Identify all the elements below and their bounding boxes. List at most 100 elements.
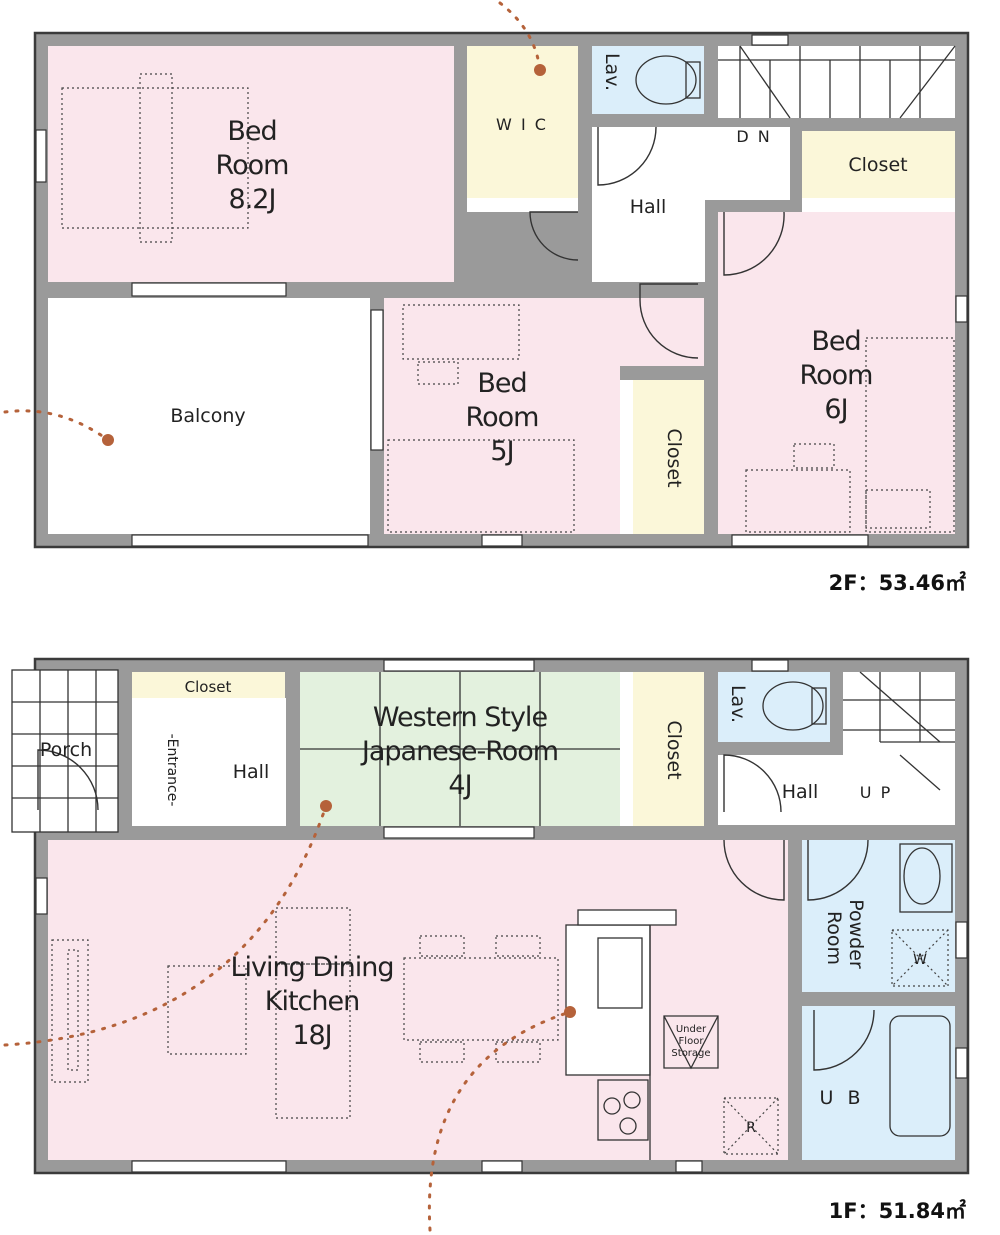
1f-porch: [11, 669, 119, 833]
2f-toilet-tank: [685, 61, 701, 99]
1f-washer: [891, 929, 949, 987]
1f-path-ldk: [3, 804, 328, 1047]
1f-hall-left-label: Hall: [233, 761, 270, 783]
1f-closet-jp: [633, 672, 704, 826]
1f-powder-sink-box: [899, 843, 953, 913]
1f-toilet-tank: [811, 687, 827, 725]
2f-wic-door-strip: [467, 198, 578, 212]
2f-bed-mid-line3: 5J: [490, 436, 513, 467]
2f-toilet: [635, 55, 697, 105]
1f-entrance-label: -Entrance-: [164, 734, 180, 807]
1f-toilet: [762, 681, 824, 731]
1f-door-hall-right: [723, 754, 782, 813]
2f-wic: [467, 46, 578, 198]
1f-japanese-line1: Western Style: [373, 702, 548, 733]
2f-closet-mid: [633, 380, 704, 534]
2f-path-balcony: [3, 409, 110, 442]
2f-dn-label: D N: [736, 127, 771, 146]
2f-window-balcony-side: [370, 309, 384, 451]
1f-up-label: U P: [860, 783, 892, 802]
1f-lav-label: Lav.: [727, 685, 749, 723]
1f-coffee-table: [167, 965, 247, 1055]
2f-hall-label: Hall: [630, 196, 667, 218]
1f-ldk-line3: 18J: [292, 1020, 331, 1051]
2f-bed-right-line1: Bed: [811, 326, 860, 357]
1f-window-kitchen-bottom: [675, 1160, 703, 1173]
2f-closet-top: [802, 131, 955, 198]
1f-hall-left: [208, 698, 286, 826]
2f-closet-top-strip: [802, 198, 955, 212]
2f-window-bed-right-side: [955, 295, 968, 323]
2f-bed-mid-line1: Bed: [477, 368, 526, 399]
2f-door-wic: [529, 211, 579, 261]
1f-storage-arrow: [663, 1015, 719, 1070]
1f-window-jp-top: [383, 659, 535, 672]
1f-dining-chair-4: [495, 1041, 541, 1063]
first-floor: Porch Closet -Entrance- Hall Western Sty…: [3, 657, 970, 1232]
1f-window-ldk-bottom-2: [481, 1160, 523, 1173]
1f-porch-label: Porch: [40, 739, 92, 761]
2f-chair-right: [793, 443, 835, 469]
2f-stair-lines: [718, 45, 956, 119]
1f-path-dot-jp: [320, 800, 332, 812]
1f-window-ldk-left: [35, 877, 48, 915]
second-floor: Bed Room 8.2J W I C Lav. D N Hall Closet…: [3, 1, 970, 595]
2f-lav-label: Lav.: [601, 53, 623, 91]
2f-path-dot-balcony: [102, 434, 114, 446]
1f-door-ldk: [723, 839, 785, 901]
2f-path-dot-wic: [534, 64, 546, 76]
1f-stair-lines: [843, 671, 955, 791]
1f-closet-jp-label: Closet: [663, 720, 685, 779]
2f-bed-pillow: [139, 73, 173, 243]
2f-bed-furniture: [61, 87, 249, 229]
2f-door-bed-mid: [639, 283, 699, 359]
1f-door-entrance: [37, 749, 99, 811]
2f-bed-right-line3: 6J: [824, 394, 847, 425]
1f-hall-right: [718, 755, 955, 825]
1f-burner-2: [623, 1091, 641, 1109]
2f-closet-top-label: Closet: [848, 154, 907, 176]
2f-shelf-right: [865, 489, 931, 529]
2f-area-label: 2F：53.46㎡: [829, 571, 966, 595]
1f-storage-line1: Under: [676, 1024, 707, 1035]
1f-sofa: [275, 963, 351, 1119]
2f-window-bed-mid-bottom: [481, 534, 523, 547]
1f-powder-room: [802, 840, 955, 992]
1f-stove: [597, 1079, 649, 1141]
1f-porch-tiles: [12, 670, 118, 832]
2f-window-top: [751, 34, 789, 46]
2f-bed-large-line3: 8.2J: [229, 184, 276, 215]
2f-window-left: [35, 129, 47, 183]
2f-wic-label: W I C: [496, 115, 548, 134]
1f-bathtub: [889, 1015, 951, 1137]
1f-washer-label: W: [913, 952, 927, 968]
1f-japanese-line2: Japanese-Room: [360, 736, 558, 767]
1f-washer-x2: [891, 929, 949, 987]
1f-kitchen-backsplash: [577, 909, 677, 926]
1f-door-powder: [807, 839, 869, 901]
1f-dining-chair-1: [419, 935, 465, 957]
2f-bed-large-line1: Bed: [227, 116, 276, 147]
2f-bed-mid-line2: Room: [466, 402, 539, 433]
1f-entrance: [132, 698, 208, 826]
1f-area-label: 1F：51.84㎡: [829, 1199, 966, 1223]
1f-japanese-line3: 4J: [448, 770, 471, 801]
2f-bedroom-large: [48, 46, 454, 282]
1f-storage-line3: Storage: [671, 1048, 710, 1059]
1f-fridge-label: R: [746, 1120, 756, 1136]
1f-storage-box: [663, 1015, 719, 1069]
2f-chair-mid: [417, 361, 459, 385]
1f-tv-stand: [51, 939, 89, 1083]
2f-door-bed-right: [723, 211, 785, 276]
1f-dining-table: [403, 957, 559, 1041]
2f-bed-right: [865, 337, 955, 533]
1f-window-jp-bottom: [383, 826, 535, 839]
1f-window-ldk-bottom: [131, 1160, 287, 1173]
1f-dining-chair-2: [495, 935, 541, 957]
2f-bedroom-mid: [384, 298, 704, 534]
2f-window-bed-bottom: [131, 282, 287, 297]
2f-bedroom-right: [718, 212, 955, 534]
1f-kitchen-counter: [565, 924, 651, 1076]
1f-window-powder-side: [955, 921, 968, 959]
